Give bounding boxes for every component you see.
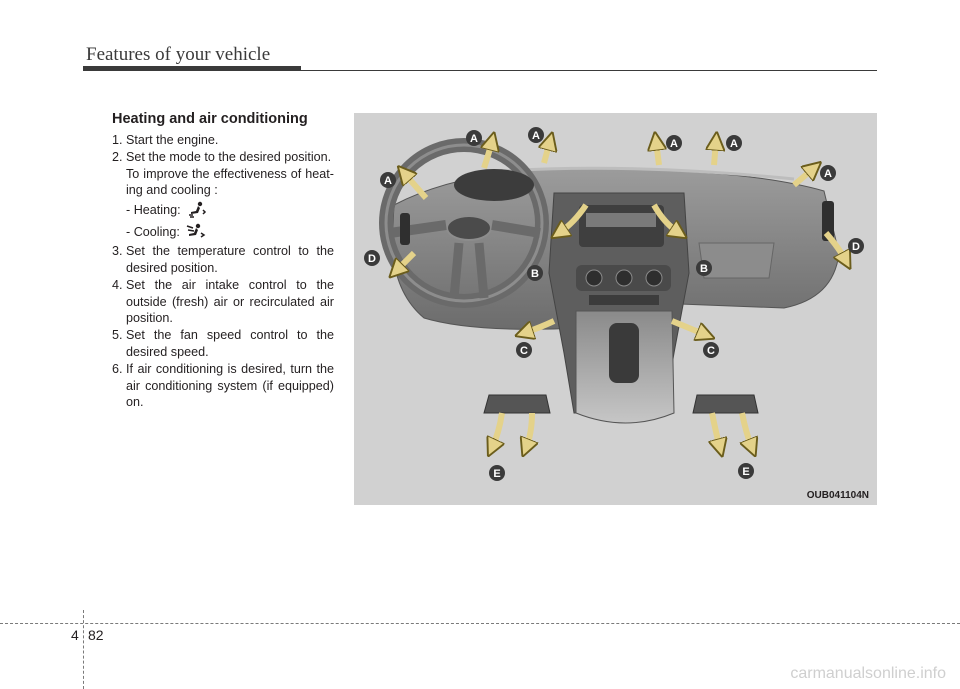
label-c2-badge bbox=[703, 342, 719, 358]
label-d2-badge bbox=[848, 238, 864, 254]
section-title: Heating and air conditioning bbox=[112, 111, 308, 127]
step-1: 1. Start the engine. bbox=[112, 133, 219, 147]
label-a1: A bbox=[470, 133, 478, 145]
label-a2: A bbox=[532, 130, 540, 142]
label-b2: B bbox=[700, 263, 708, 275]
page-header-title: Features of your vehicle bbox=[86, 44, 271, 65]
label-e2: E bbox=[742, 466, 749, 478]
cooling-item: - Cooling: bbox=[112, 221, 334, 243]
label-a1-badge bbox=[466, 130, 482, 146]
footer-rule bbox=[0, 623, 960, 624]
instruction-list: 1. Start the engine. 2. Set the mode to … bbox=[112, 132, 334, 411]
label-d2: D bbox=[852, 241, 860, 253]
header-bar bbox=[83, 66, 301, 71]
step-2: 2. Set the mode to the desired position. bbox=[112, 149, 332, 164]
label-a5-badge bbox=[820, 165, 836, 181]
step-3: 3. Set the temperature control to the de… bbox=[112, 244, 334, 275]
heating-item: - Heating: bbox=[112, 199, 334, 221]
step-4: 4. Set the air intake control to the out… bbox=[112, 277, 334, 326]
heating-mode-icon bbox=[188, 201, 206, 218]
label-e1: E bbox=[493, 468, 500, 480]
label-a5: A bbox=[824, 168, 832, 180]
label-c2: C bbox=[707, 345, 715, 357]
cooling-mode-icon bbox=[186, 223, 206, 238]
page-number: 82 bbox=[88, 627, 104, 643]
step-2-note: To improve the effectiveness of heat-ing… bbox=[126, 166, 334, 198]
label-e1-badge bbox=[489, 465, 505, 481]
label-c1-badge bbox=[516, 342, 532, 358]
header-rule bbox=[301, 70, 877, 71]
chapter-number: 4 bbox=[71, 627, 79, 643]
label-a6: A bbox=[384, 175, 392, 187]
step-5: 5. Set the fan speed control to the desi… bbox=[112, 328, 334, 359]
label-c1: C bbox=[520, 345, 528, 357]
label-a2-badge bbox=[528, 127, 544, 143]
dashboard-vents-figure: A A A A A A B B C C D D E E bbox=[354, 113, 877, 505]
label-b1: B bbox=[531, 268, 539, 280]
footer-divider bbox=[83, 610, 84, 689]
dashboard-illustration: A A A A A A B B C C D D E E bbox=[364, 127, 864, 481]
label-a3-badge bbox=[666, 135, 682, 151]
label-a4: A bbox=[730, 138, 738, 150]
label-d1: D bbox=[368, 253, 376, 265]
label-e2-badge bbox=[738, 463, 754, 479]
label-a6-badge bbox=[380, 172, 396, 188]
label-b2-badge bbox=[696, 260, 712, 276]
label-a4-badge bbox=[726, 135, 742, 151]
step-6: 6. If air conditioning is desired, turn … bbox=[112, 361, 334, 410]
label-a3: A bbox=[670, 138, 678, 150]
label-b1-badge bbox=[527, 265, 543, 281]
watermark: carmanualsonline.info bbox=[790, 665, 946, 682]
label-d1-badge bbox=[364, 250, 380, 266]
figure-code: OUB041104N bbox=[806, 490, 869, 501]
